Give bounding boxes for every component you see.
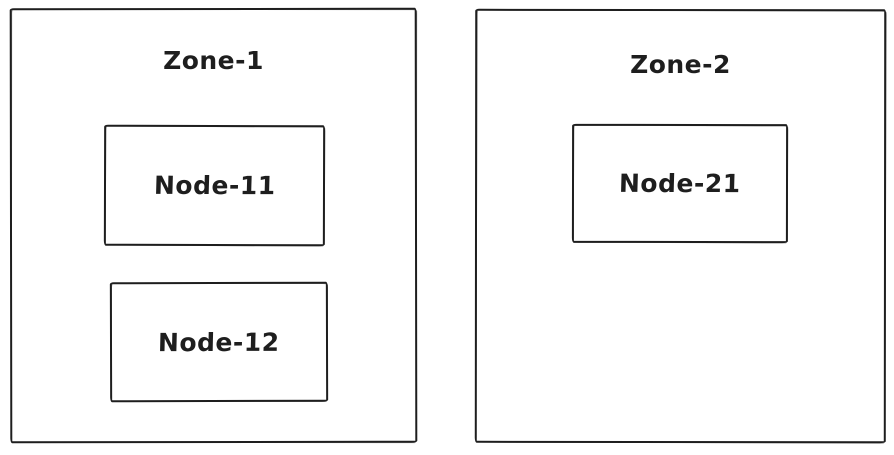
node-11-label: Node-11 [153,170,276,201]
node-21-box: Node-21 [571,123,789,244]
node-11-box: Node-11 [103,124,326,247]
zone-2-label-text: Zone-2 [630,50,731,79]
zone-2-label: Zone-2 [475,50,886,79]
zone-1-label-text: Zone-1 [163,46,264,75]
node-12-box: Node-12 [109,281,329,403]
zone-1-label: Zone-1 [10,46,417,75]
node-12-label: Node-12 [157,327,281,357]
node-21-label: Node-21 [618,168,742,199]
